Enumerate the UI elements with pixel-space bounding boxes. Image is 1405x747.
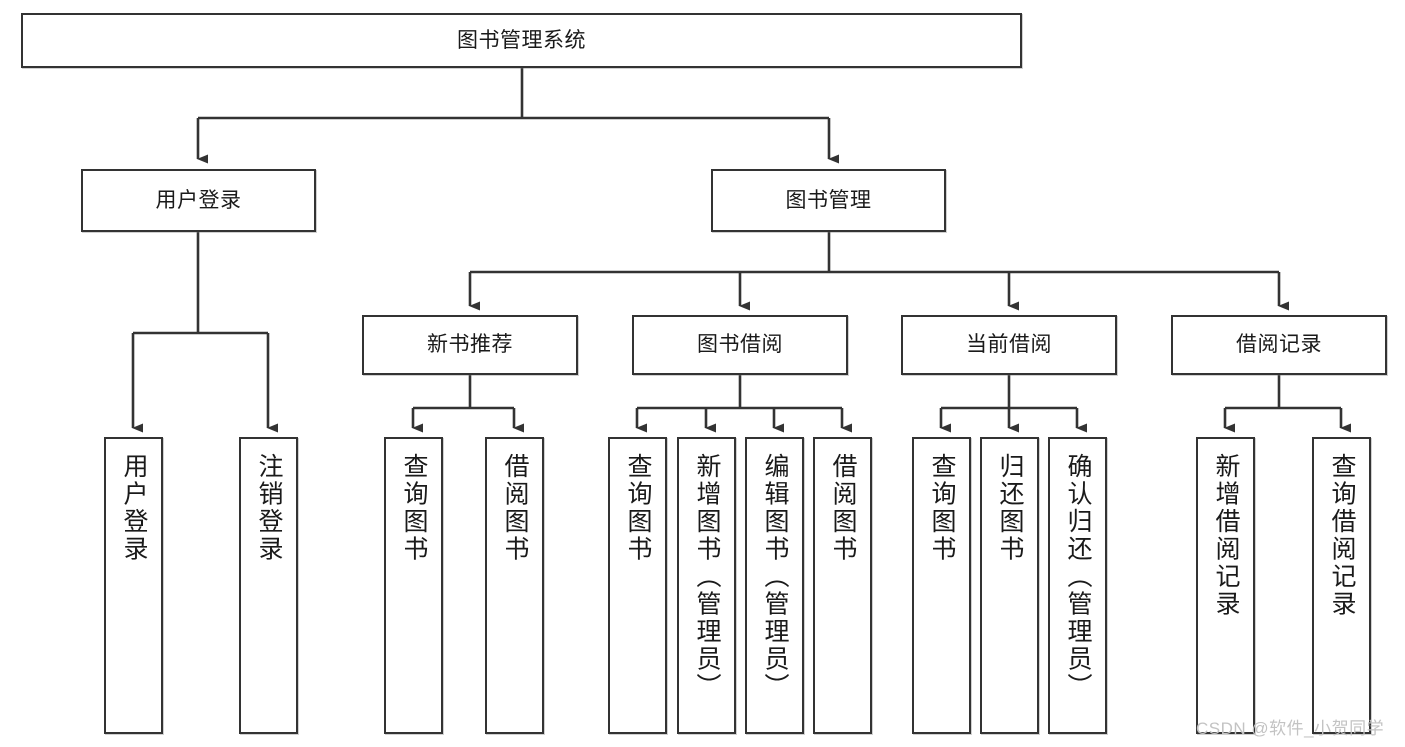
node-root-system[interactable]: 图书管理系统 bbox=[21, 13, 1022, 68]
node-label: 借阅图书 bbox=[829, 453, 857, 563]
node-label: 确认归还（管理员） bbox=[1064, 453, 1092, 701]
node-label: 图书管理系统 bbox=[457, 28, 586, 52]
node-label: 查询借阅记录 bbox=[1328, 453, 1356, 618]
node-leaf-user-login[interactable]: 用户登录 bbox=[104, 437, 163, 734]
node-leaf-user-logout[interactable]: 注销登录 bbox=[239, 437, 298, 734]
node-current-borrow[interactable]: 当前借阅 bbox=[901, 315, 1117, 375]
node-leaf-borrow-book-2[interactable]: 借阅图书 bbox=[813, 437, 872, 734]
csdn-watermark: CSDN @软件_小贺同学 bbox=[1196, 719, 1385, 738]
node-label: 注销登录 bbox=[255, 453, 283, 563]
node-label: 归还图书 bbox=[996, 453, 1024, 563]
node-label: 用户登录 bbox=[120, 453, 148, 563]
node-label: 用户登录 bbox=[155, 188, 242, 212]
node-leaf-add-record[interactable]: 新增借阅记录 bbox=[1196, 437, 1255, 734]
node-leaf-return-book[interactable]: 归还图书 bbox=[980, 437, 1039, 734]
node-label: 图书管理 bbox=[785, 188, 872, 212]
node-leaf-edit-book[interactable]: 编辑图书（管理员） bbox=[745, 437, 804, 734]
node-book-manage[interactable]: 图书管理 bbox=[711, 169, 946, 232]
node-label: 当前借阅 bbox=[966, 333, 1052, 357]
node-book-borrow[interactable]: 图书借阅 bbox=[632, 315, 848, 375]
node-leaf-query-book-3[interactable]: 查询图书 bbox=[912, 437, 971, 734]
node-label: 图书借阅 bbox=[697, 333, 783, 357]
node-leaf-query-book-1[interactable]: 查询图书 bbox=[384, 437, 443, 734]
node-label: 新增借阅记录 bbox=[1212, 453, 1240, 618]
node-new-book-recommend[interactable]: 新书推荐 bbox=[362, 315, 578, 375]
node-label: 新增图书（管理员） bbox=[693, 453, 721, 701]
node-label: 查询图书 bbox=[624, 453, 652, 563]
node-label: 编辑图书（管理员） bbox=[761, 453, 789, 701]
node-label: 新书推荐 bbox=[427, 333, 513, 357]
node-label: 查询图书 bbox=[928, 453, 956, 563]
node-label: 借阅图书 bbox=[501, 453, 529, 563]
node-label: 查询图书 bbox=[400, 453, 428, 563]
node-leaf-add-book[interactable]: 新增图书（管理员） bbox=[677, 437, 736, 734]
node-leaf-query-record[interactable]: 查询借阅记录 bbox=[1312, 437, 1371, 734]
node-leaf-query-book-2[interactable]: 查询图书 bbox=[608, 437, 667, 734]
node-label: 借阅记录 bbox=[1236, 333, 1322, 357]
node-leaf-borrow-book-1[interactable]: 借阅图书 bbox=[485, 437, 544, 734]
node-user-login[interactable]: 用户登录 bbox=[81, 169, 316, 232]
node-leaf-confirm-return[interactable]: 确认归还（管理员） bbox=[1048, 437, 1107, 734]
node-borrow-record[interactable]: 借阅记录 bbox=[1171, 315, 1387, 375]
